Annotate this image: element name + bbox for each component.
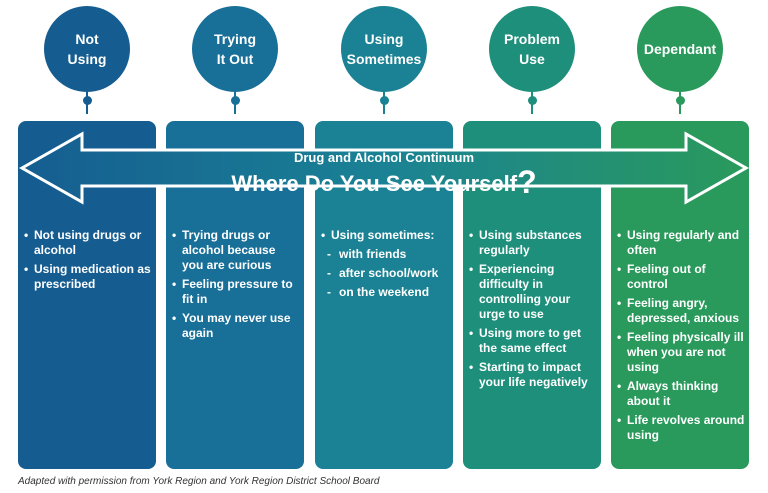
sub-list-item: on the weekend bbox=[327, 285, 449, 300]
connector-dot bbox=[527, 96, 537, 105]
stage-circle: Trying It Out bbox=[192, 6, 278, 92]
list-item: Experiencing difficulty in controlling y… bbox=[469, 262, 597, 322]
stage-description-list: Using substances regularlyExperiencing d… bbox=[469, 228, 597, 394]
list-item: Feeling angry, depressed, anxious bbox=[617, 296, 745, 326]
stage-label-line: It Out bbox=[216, 51, 254, 67]
stage-label-line: Trying bbox=[213, 31, 256, 47]
list-item: Always thinking about it bbox=[617, 379, 745, 409]
stage-label: Trying It Out bbox=[214, 29, 256, 69]
question-mark: ? bbox=[517, 164, 537, 200]
list-item: Using medication as prescribed bbox=[24, 262, 152, 292]
stage-circle: Dependant bbox=[637, 6, 723, 92]
stage-description-list: Trying drugs or alcohol because you are … bbox=[172, 228, 300, 345]
stage-description-list: Not using drugs or alcoholUsing medicati… bbox=[24, 228, 152, 296]
connector-dot bbox=[675, 96, 685, 105]
stage-label-line: Sometimes bbox=[346, 51, 422, 67]
connector-dot bbox=[82, 96, 92, 105]
diagram-title: Where Do You See Yourself? bbox=[0, 164, 768, 201]
stage-label: Dependant bbox=[644, 39, 716, 59]
list-item: Life revolves around using bbox=[617, 413, 745, 443]
list-item: You may never use again bbox=[172, 311, 300, 341]
connector-dot bbox=[230, 96, 240, 105]
list-item: Feeling pressure to fit in bbox=[172, 277, 300, 307]
list-item: Trying drugs or alcohol because you are … bbox=[172, 228, 300, 273]
footer-credit: Adapted with permission from York Region… bbox=[18, 476, 380, 487]
stage-label-line: Using bbox=[67, 51, 107, 67]
list-item: Feeling out of control bbox=[617, 262, 745, 292]
stage-label-line: Use bbox=[519, 51, 545, 67]
list-item: Starting to impact your life negatively bbox=[469, 360, 597, 390]
stage-label-line: Problem bbox=[503, 31, 560, 47]
list-item: Using more to get the same effect bbox=[469, 326, 597, 356]
list-item: Using sometimes: bbox=[321, 228, 449, 243]
sub-list-item: with friends bbox=[327, 247, 449, 262]
stage-description-list: Using regularly and oftenFeeling out of … bbox=[617, 228, 745, 447]
diagram-title-text: Where Do You See Yourself bbox=[231, 171, 518, 196]
arrow-shape bbox=[18, 131, 750, 205]
stage-label-line: Using bbox=[364, 31, 404, 47]
list-item: Feeling physically ill when you are not … bbox=[617, 330, 745, 375]
double-arrow bbox=[18, 131, 750, 205]
sub-list-item: after school/work bbox=[327, 266, 449, 281]
stage-label-line: Dependant bbox=[643, 41, 717, 57]
diagram-subtitle: Drug and Alcohol Continuum bbox=[293, 150, 475, 165]
list-item: Using substances regularly bbox=[469, 228, 597, 258]
list-item: Not using drugs or alcohol bbox=[24, 228, 152, 258]
connector-dot bbox=[379, 96, 389, 105]
stage-description-list: Using sometimes: with friends after school… bbox=[321, 228, 449, 304]
stage-label-line: Not bbox=[75, 31, 99, 47]
list-item: Using regularly and often bbox=[617, 228, 745, 258]
